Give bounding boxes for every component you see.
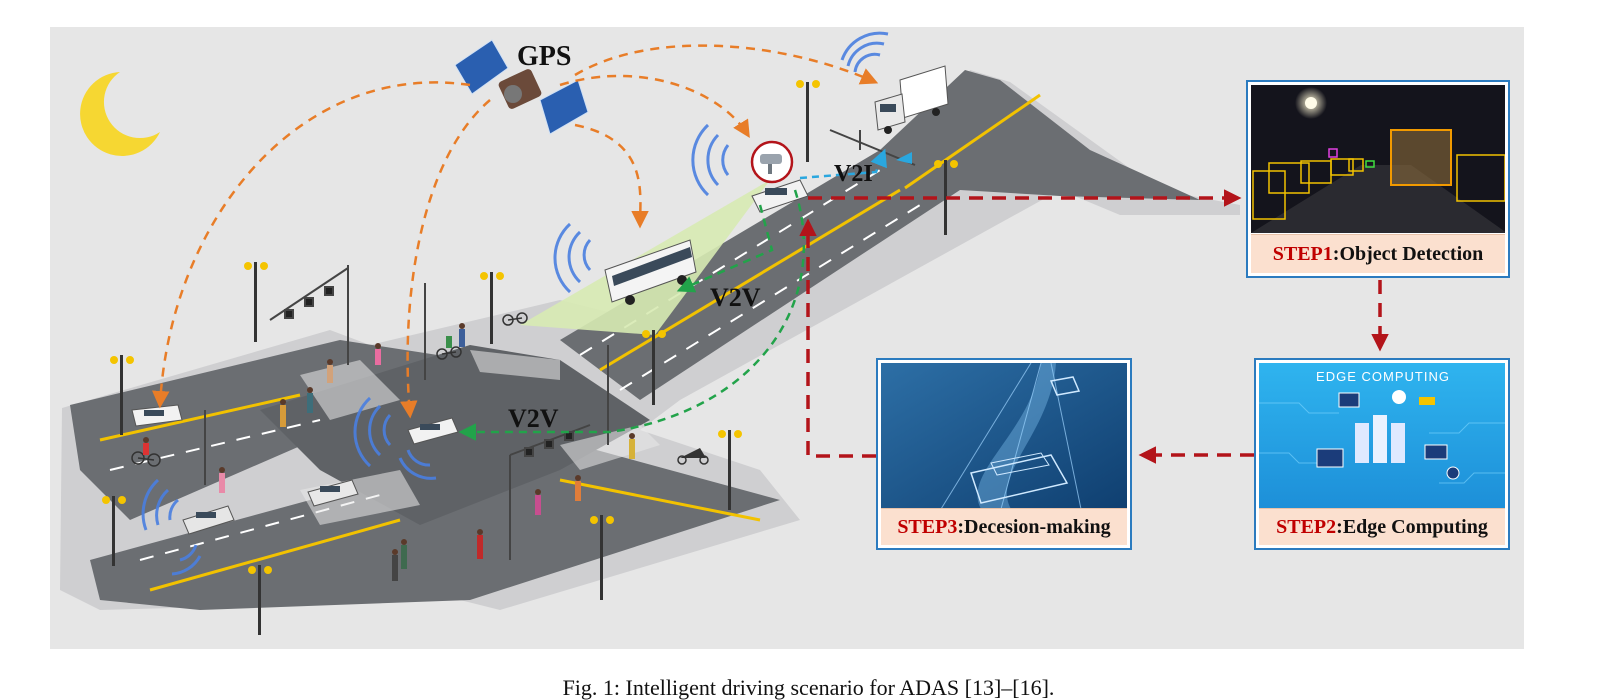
pedestrian	[327, 359, 333, 383]
autonomous-driving-illustration	[881, 363, 1127, 509]
street-lamp	[718, 430, 742, 510]
traffic-signals	[204, 129, 916, 560]
car-icon	[182, 505, 235, 535]
highway	[560, 70, 1200, 400]
street-lamp	[110, 355, 134, 435]
decision-making-image	[881, 363, 1127, 509]
v2v-links	[458, 189, 805, 441]
wireless-signal-icon	[171, 544, 202, 576]
wireless-signals	[141, 31, 889, 576]
gps-satellite-icon	[454, 39, 589, 135]
car-icon	[751, 179, 809, 213]
detection-box	[1390, 129, 1452, 186]
detection-box	[1328, 148, 1338, 158]
object-detection-image	[1251, 85, 1505, 233]
wireless-signal-icon	[398, 449, 437, 480]
v2v-link	[458, 189, 805, 441]
detection-box	[1456, 154, 1505, 202]
roadside-camera-icon	[750, 140, 794, 184]
step1-number: STEP1	[1272, 242, 1333, 265]
step1-text: Object Detection	[1339, 242, 1484, 265]
street-lamp	[590, 515, 614, 600]
wireless-signal-icon	[691, 123, 730, 197]
street-lamp	[244, 262, 268, 342]
street-lamp	[480, 272, 504, 344]
street-lamp	[796, 80, 820, 162]
detection-scene	[1251, 85, 1505, 233]
detection-box	[1348, 158, 1364, 172]
cyclist-icon	[131, 437, 161, 467]
step2-separator: :	[1336, 515, 1343, 538]
street-lamp	[102, 496, 126, 566]
truck-icon	[874, 65, 949, 134]
street-lamp	[248, 565, 272, 635]
pedestrian	[375, 343, 381, 365]
step3-caption: STEP3:Decesion-making	[881, 508, 1127, 545]
street-lamps	[102, 80, 958, 635]
scooter-icon	[677, 448, 709, 465]
v2i-label: V2I	[834, 161, 873, 187]
gps-link	[559, 74, 750, 138]
v2i-antenna-icon	[896, 152, 912, 164]
pedestrian	[629, 433, 635, 459]
wireless-signal-icon	[553, 222, 592, 294]
vehicles	[131, 65, 949, 535]
pedestrian	[280, 399, 286, 427]
step2-number: STEP2	[1276, 515, 1337, 538]
pedestrian	[459, 323, 465, 347]
gps-link	[574, 44, 879, 85]
step2-caption: STEP2:Edge Computing	[1259, 508, 1505, 545]
bus-icon	[604, 239, 697, 305]
v2i-link	[799, 148, 887, 180]
step3-separator: :	[957, 515, 965, 538]
edge-banner: EDGE COMPUTING	[1316, 369, 1450, 384]
pedestrian	[535, 489, 541, 515]
wireless-signal-icon	[840, 31, 889, 73]
detection-box	[1330, 158, 1354, 176]
gps-link	[400, 99, 491, 419]
v2v-link	[676, 204, 774, 293]
cyclist-icon	[436, 336, 462, 360]
pedestrian	[477, 529, 483, 559]
gps-links	[152, 44, 879, 419]
step3-text: Decesion-making	[964, 515, 1111, 538]
step1-panel: STEP1:Object Detection	[1246, 80, 1510, 278]
step2-panel: EDGE COMPUTING STEP2:Edge Computing	[1254, 358, 1510, 550]
wireless-signal-icon	[353, 396, 392, 468]
cyclists	[131, 312, 709, 467]
pipeline-arrows	[799, 189, 1389, 464]
moon-icon	[80, 72, 160, 156]
step3-number: STEP3	[897, 515, 958, 538]
edge-computing-illustration: EDGE COMPUTING	[1259, 363, 1505, 509]
pedestrian	[401, 539, 407, 569]
pedestrian	[575, 475, 581, 501]
pedestrian	[219, 467, 225, 493]
detection-box	[1268, 162, 1310, 194]
street-lamp	[642, 330, 666, 405]
pedestrians	[219, 323, 635, 581]
v2v-label-lower: V2V	[508, 404, 559, 433]
bicycle-icon	[502, 312, 528, 326]
step1-separator: :	[1332, 242, 1340, 265]
detection-box	[1365, 160, 1375, 168]
wireless-signal-icon	[141, 478, 180, 531]
street-lamp	[934, 160, 958, 235]
step1-caption: STEP1:Object Detection	[1251, 234, 1505, 273]
car-icon	[407, 417, 459, 445]
edge-computing-image: EDGE COMPUTING	[1259, 363, 1505, 509]
pedestrian	[307, 387, 313, 413]
step2-text: Edge Computing	[1342, 515, 1488, 538]
gps-label: GPS	[517, 41, 572, 72]
step3-panel: STEP3:Decesion-making	[876, 358, 1132, 550]
v2v-label-upper: V2V	[710, 283, 761, 312]
pedestrian	[392, 549, 398, 581]
figure-caption: Fig. 1: Intelligent driving scenario for…	[562, 675, 1055, 700]
gps-link	[152, 81, 471, 409]
car-icon	[307, 479, 359, 507]
lower-road	[90, 440, 780, 610]
gps-link	[574, 123, 649, 229]
